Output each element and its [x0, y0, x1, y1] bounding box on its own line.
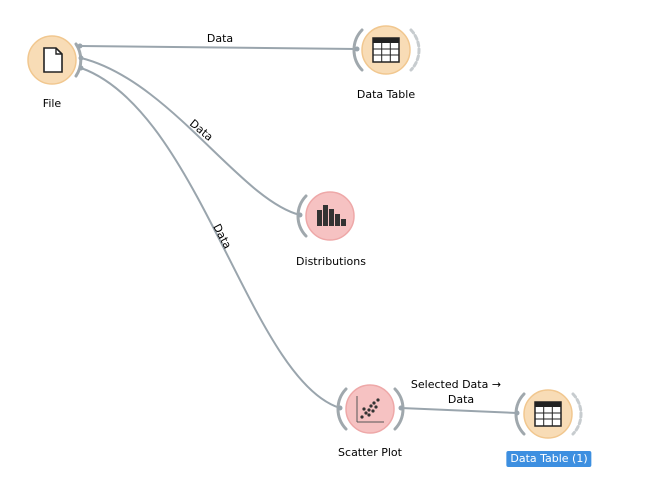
- node-data-table[interactable]: [352, 25, 421, 75]
- output-channel-dot: [77, 43, 83, 49]
- node-file[interactable]: [27, 35, 84, 85]
- output-anchor[interactable]: [409, 28, 421, 72]
- input-anchor[interactable]: [352, 28, 364, 72]
- output-anchor[interactable]: [571, 392, 583, 436]
- link-label-data: Data: [210, 222, 234, 251]
- link-label-selected-data: Selected Data →: [411, 378, 501, 391]
- link-file-to-data-table[interactable]: Data: [79, 32, 358, 50]
- node-label-file[interactable]: File: [42, 97, 62, 110]
- link-file-to-distributions[interactable]: Data: [80, 57, 301, 216]
- node-label-scatter-plot[interactable]: Scatter Plot: [338, 446, 402, 459]
- output-channel-dot: [78, 55, 84, 61]
- node-distributions[interactable]: [296, 191, 355, 241]
- node-label-distributions[interactable]: Distributions: [296, 255, 366, 268]
- input-channel-dot: [297, 212, 303, 218]
- input-channel-dot: [337, 405, 343, 411]
- link-label-data: Data: [448, 393, 474, 406]
- table-icon: [372, 37, 400, 63]
- link-label-data: Data: [207, 32, 233, 45]
- bar-chart-icon: [317, 205, 346, 226]
- output-channel-dot: [78, 65, 84, 71]
- file-icon: [43, 47, 63, 73]
- link-scatter-to-data-table-1[interactable]: Selected Data → Data: [400, 378, 518, 414]
- output-channel-dot: [398, 405, 404, 411]
- node-label-data-table[interactable]: Data Table: [356, 88, 416, 101]
- node-label-data-table-1[interactable]: Data Table (1): [506, 451, 592, 467]
- input-channel-dot: [354, 46, 360, 52]
- node-data-table-1[interactable]: [514, 389, 583, 439]
- table-icon: [534, 401, 562, 427]
- link-file-to-scatter-plot[interactable]: Data: [80, 67, 341, 409]
- input-channel-dot: [514, 410, 520, 416]
- node-scatter-plot[interactable]: [336, 384, 405, 434]
- scatter-plot-icon: [356, 396, 384, 423]
